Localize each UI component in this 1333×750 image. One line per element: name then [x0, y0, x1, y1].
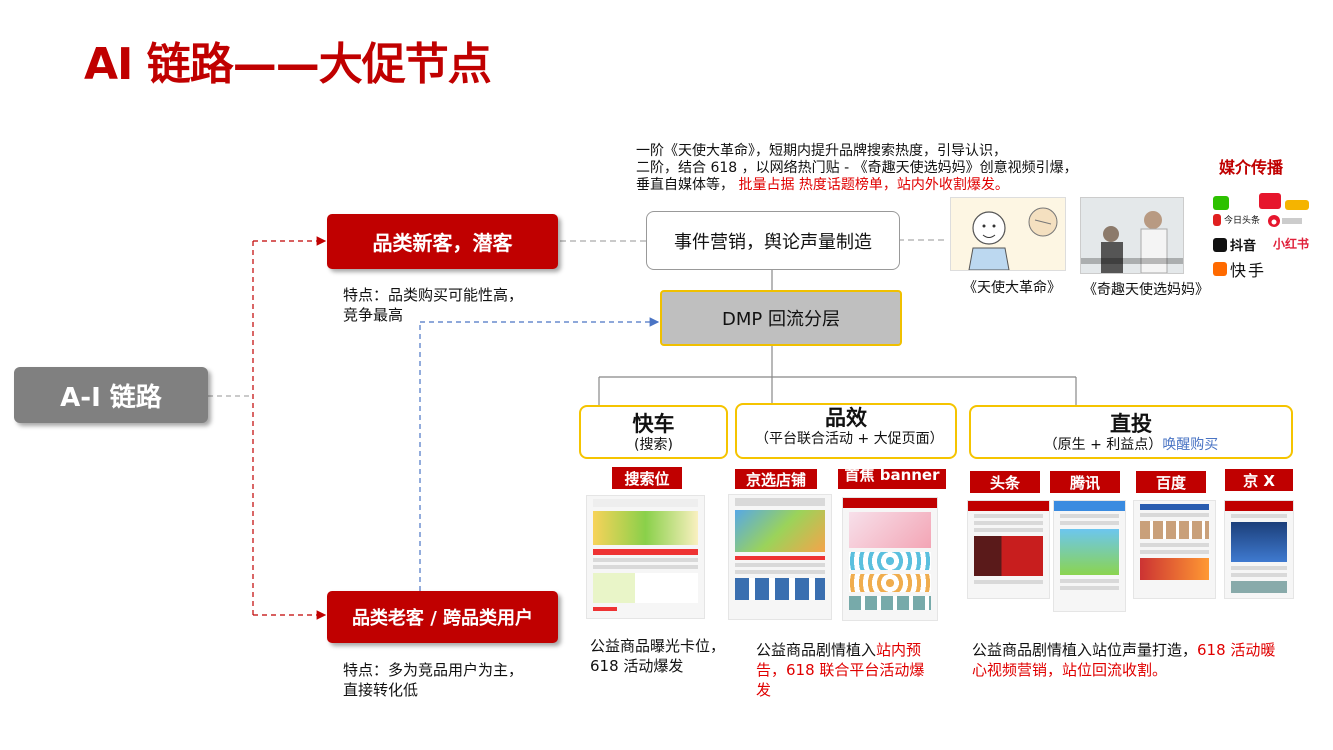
cartoon-baby-image	[968, 207, 1058, 270]
desc-pinxiao: 公益商品剧情植入站内预告，618 联合平台活动爆发	[756, 640, 938, 700]
video-thumb-2	[1080, 197, 1184, 274]
new-customers-note: 特点：品类购买可能性高， 竞争最高	[343, 285, 573, 325]
channel-zhitou: 直投 （原生 + 利益点）唤醒购买	[969, 405, 1293, 459]
tag-home-banner: 首焦 banner	[838, 469, 946, 489]
video-caption-2: 《奇趣天使选妈妈》	[1083, 282, 1209, 298]
page-title: AI 链路——大促节点	[84, 39, 492, 90]
pinxiao-title: 品效	[825, 406, 867, 430]
douyin-logo-label: 抖音	[1230, 239, 1257, 254]
tag-tencent: 腾讯	[1050, 471, 1120, 493]
desc-zhitou-red: 618 活动暖心视频营销，站位回流收割。	[972, 641, 1276, 679]
zhitou-sub-blue: 唤醒购买	[1162, 437, 1219, 453]
wechat-icon	[1213, 195, 1229, 214]
thumb-baidu	[1133, 500, 1216, 599]
other-media-icon	[1285, 195, 1309, 214]
root-node: A-I 链路	[14, 367, 208, 423]
tag-toutiao: 头条	[970, 471, 1040, 493]
event-desc-line3-red: 批量占据 热度话题榜单，站内外收割爆发。	[738, 177, 1009, 193]
new-note-line2: 竞争最高	[343, 306, 404, 324]
video-thumb-1	[950, 197, 1066, 271]
xiaohongshu-logo: 小红书	[1273, 237, 1310, 251]
dmp-box: DMP 回流分层	[660, 290, 902, 346]
kuaishou-logo: 快手	[1213, 257, 1266, 281]
zhitou-sub-black: （原生 + 利益点）	[1043, 437, 1163, 453]
kuaishou-icon	[1213, 262, 1227, 276]
event-desc-line2: 二阶，结合 618 ，以网络热门贴 - 《奇趣天使选妈妈》创意视频引爆，	[636, 160, 1078, 176]
tag-search: 搜索位	[612, 467, 682, 489]
old-customers-note: 特点：多为竞品用户为主， 直接转化低	[343, 660, 573, 700]
desc-zhitou: 公益商品剧情植入站位声量打造，618 活动暖心视频营销，站位回流收割。	[972, 640, 1284, 680]
weibo-app-icon	[1259, 193, 1281, 213]
desc-pinxiao-red: 站内预告，618 联合平台活动爆发	[756, 641, 925, 699]
media-title: 媒介传播	[1219, 158, 1284, 177]
thumb-tencent	[1053, 500, 1126, 612]
desc-zhitou-black: 公益商品剧情植入站位声量打造，	[972, 641, 1198, 659]
pinxiao-sub: （平台联合活动 + 大促页面）	[755, 431, 944, 447]
douyin-icon	[1213, 237, 1227, 252]
new-customers-node: 品类新客，潜客	[327, 214, 558, 269]
event-desc-line3: 垂直自媒体等， 批量占据 热度话题榜单，站内外收割爆发。	[636, 177, 1106, 194]
douyin-logo: 抖音	[1213, 235, 1256, 254]
toutiao-logo: 今日头条	[1213, 213, 1260, 226]
channel-kuaiche: 快车 (搜索)	[579, 405, 728, 459]
media-logos: 今日头条 抖音 小红书 快手	[1213, 193, 1313, 283]
channel-pinxiao: 品效 （平台联合活动 + 大促页面）	[735, 403, 957, 459]
video-people-image	[1081, 198, 1183, 273]
event-description: 一阶《天使大革命》，短期内提升品牌搜索热度，引导认识， 二阶，结合 618 ，以…	[636, 143, 1106, 194]
thumb-jdx	[1224, 500, 1294, 599]
event-marketing-box: 事件营销，舆论声量制造	[646, 211, 900, 270]
thumb-toutiao	[967, 500, 1050, 599]
old-note-line1: 特点：多为竞品用户为主，	[343, 661, 524, 679]
zhitou-sub: （原生 + 利益点）唤醒购买	[971, 437, 1291, 453]
old-note-line2: 直接转化低	[343, 681, 419, 699]
thumb-home-banner	[842, 497, 938, 621]
thumb-jd-store	[728, 494, 832, 620]
toutiao-logo-label: 今日头条	[1224, 216, 1261, 226]
kuaiche-sub: (搜索)	[634, 437, 673, 453]
tag-jdx: 京 X	[1225, 469, 1293, 491]
event-desc-line1: 一阶《天使大革命》，短期内提升品牌搜索热度，引导认识，	[636, 143, 1007, 159]
tag-jd-store: 京选店铺	[735, 469, 817, 489]
old-customers-node: 品类老客 / 跨品类用户	[327, 591, 558, 643]
desc-pinxiao-black: 公益商品剧情植入	[756, 641, 877, 659]
thumb-search	[586, 495, 705, 619]
video-caption-1: 《天使大革命》	[963, 280, 1061, 296]
toutiao-icon	[1213, 213, 1221, 226]
weibo-icon	[1267, 213, 1303, 232]
kuaiche-title: 快车	[632, 412, 675, 436]
zhitou-title: 直投	[1110, 412, 1152, 436]
kuaishou-logo-label: 快手	[1230, 261, 1267, 280]
tag-baidu: 百度	[1136, 471, 1206, 493]
new-note-line1: 特点：品类购买可能性高，	[343, 286, 524, 304]
event-desc-line3-black: 垂直自媒体等，	[636, 177, 734, 193]
desc-kuaiche: 公益商品曝光卡位，618 活动爆发	[590, 637, 726, 675]
